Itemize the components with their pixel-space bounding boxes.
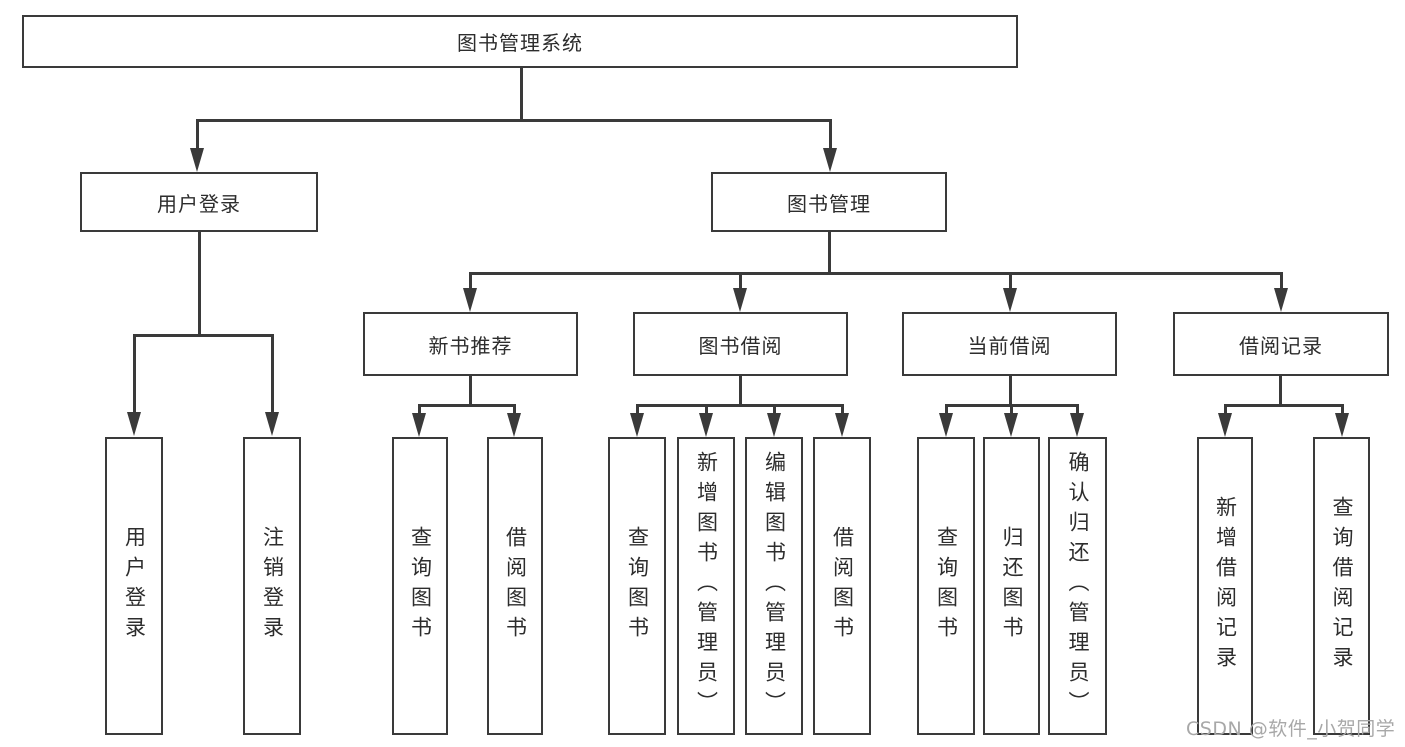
arrowhead-icon — [412, 413, 426, 437]
arrowhead-icon — [265, 412, 279, 436]
leaf-borrow-book: 借阅图书 — [813, 437, 871, 735]
arrowhead-icon — [1003, 288, 1017, 312]
connector-line — [705, 404, 708, 415]
arrowhead-icon — [1335, 413, 1349, 437]
connector-line — [1010, 404, 1013, 415]
connector-line — [1341, 404, 1344, 415]
connector-line — [1280, 272, 1283, 290]
arrowhead-icon — [1218, 413, 1232, 437]
connector-line — [829, 119, 832, 150]
connector-line — [418, 404, 421, 415]
node-book-borrow: 图书借阅 — [633, 312, 848, 376]
arrowhead-icon — [127, 412, 141, 436]
leaf-confirm-return-admin: 确认归还（管理员） — [1048, 437, 1107, 735]
connector-line — [1279, 375, 1282, 406]
leaf-user-login: 用户登录 — [105, 437, 163, 735]
connector-line — [469, 375, 472, 406]
arrowhead-icon — [939, 413, 953, 437]
connector-line — [271, 334, 274, 414]
connector-line — [196, 119, 199, 150]
arrowhead-icon — [823, 148, 837, 172]
connector-line — [739, 272, 742, 290]
connector-line — [1224, 404, 1344, 407]
arrowhead-icon — [1004, 413, 1018, 437]
node-user-login: 用户登录 — [80, 172, 318, 232]
leaf-borrow-book-recommend: 借阅图书 — [487, 437, 543, 735]
node-borrow-records: 借阅记录 — [1173, 312, 1389, 376]
connector-line — [828, 231, 831, 274]
leaf-edit-book-admin: 编辑图书（管理员） — [745, 437, 803, 735]
leaf-query-book-recommend: 查询图书 — [392, 437, 448, 735]
leaf-add-book-admin: 新增图书（管理员） — [677, 437, 735, 735]
connector-line — [133, 334, 136, 414]
arrowhead-icon — [630, 413, 644, 437]
arrowhead-icon — [507, 413, 521, 437]
connector-line — [469, 272, 472, 290]
connector-line — [945, 404, 948, 415]
node-new-book-recommend: 新书推荐 — [363, 312, 578, 376]
connector-line — [739, 375, 742, 406]
leaf-query-book-borrow: 查询图书 — [608, 437, 666, 735]
connector-line — [513, 404, 516, 415]
leaf-query-book-current: 查询图书 — [917, 437, 975, 735]
leaf-query-borrow-record: 查询借阅记录 — [1313, 437, 1370, 735]
arrowhead-icon — [733, 288, 747, 312]
arrowhead-icon — [835, 413, 849, 437]
connector-line — [418, 404, 516, 407]
node-book-management: 图书管理 — [711, 172, 947, 232]
node-root: 图书管理系统 — [22, 15, 1018, 68]
connector-line — [469, 272, 1282, 275]
leaf-add-borrow-record: 新增借阅记录 — [1197, 437, 1253, 735]
arrowhead-icon — [767, 413, 781, 437]
watermark: CSDN @软件_小贺同学 — [1186, 718, 1396, 740]
connector-line — [1076, 404, 1079, 415]
arrowhead-icon — [1070, 413, 1084, 437]
connector-line — [636, 404, 844, 407]
node-current-borrow: 当前借阅 — [902, 312, 1117, 376]
leaf-logout: 注销登录 — [243, 437, 301, 735]
connector-line — [520, 68, 523, 120]
leaf-return-book: 归还图书 — [983, 437, 1040, 735]
connector-line — [841, 404, 844, 415]
connector-line — [636, 404, 639, 415]
connector-line — [1009, 375, 1012, 406]
arrowhead-icon — [463, 288, 477, 312]
arrowhead-icon — [1274, 288, 1288, 312]
arrowhead-icon — [190, 148, 204, 172]
connector-line — [133, 334, 274, 337]
connector-line — [1009, 272, 1012, 290]
connector-line — [196, 119, 832, 122]
connector-line — [1224, 404, 1227, 415]
connector-line — [198, 231, 201, 336]
connector-line — [773, 404, 776, 415]
arrowhead-icon — [699, 413, 713, 437]
